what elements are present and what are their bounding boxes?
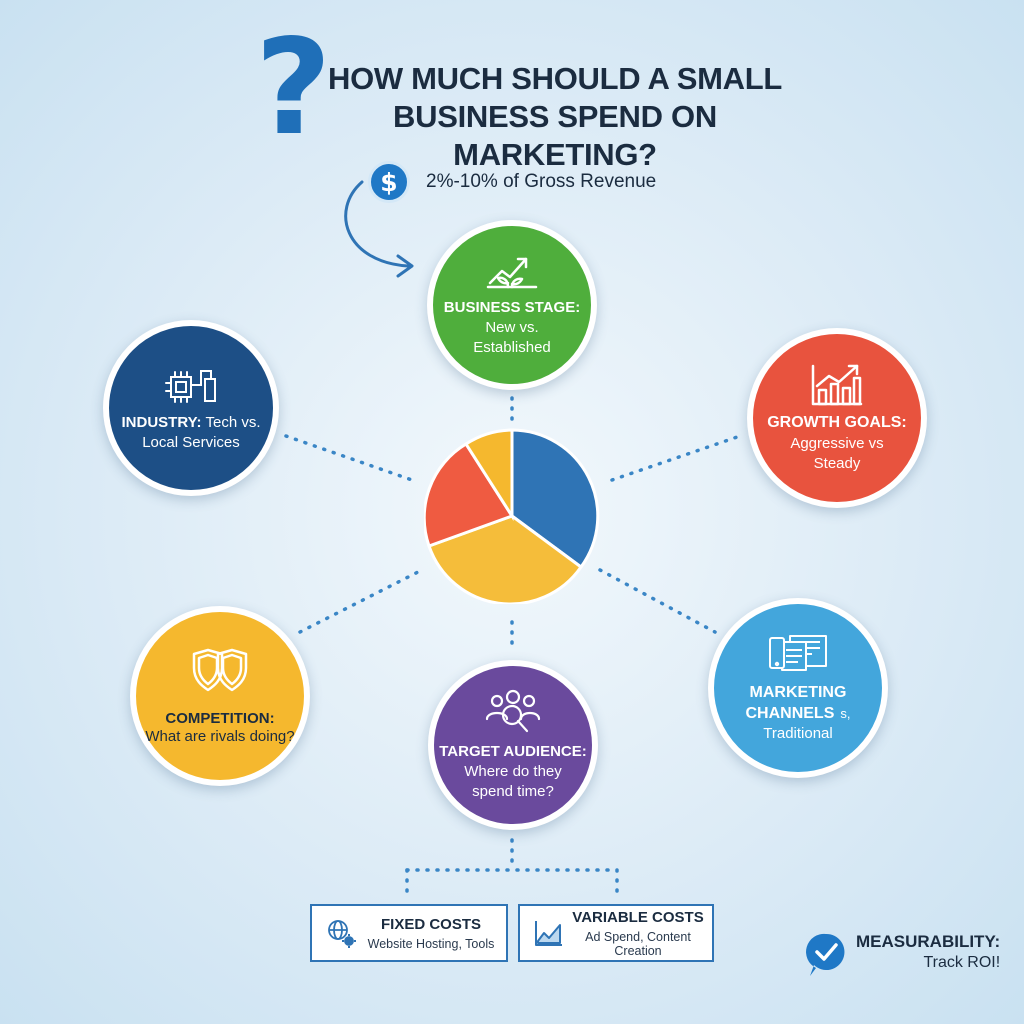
factor-target-audience: Target Audience: Where do they spend tim… xyxy=(428,660,598,830)
factor-industry: Industry: Tech vs. Local Services xyxy=(103,320,279,496)
business-stage-label: Business Stage: xyxy=(443,298,581,316)
competition-text-1: What are rivals doing? xyxy=(145,727,295,745)
revenue-arrow xyxy=(344,180,410,268)
dollar-icon: $ xyxy=(368,161,410,203)
connector-industry xyxy=(284,434,414,482)
competition-label: Competition: xyxy=(165,709,275,727)
connector-channels xyxy=(598,568,717,634)
measurability-title: Measurability: xyxy=(856,932,1001,951)
fixed-costs-subtitle: Website Hosting, Tools xyxy=(367,936,495,951)
measurability-subtitle: Track ROI! xyxy=(923,954,1001,971)
factor-marketing-channels: Marketing Channels s, Traditional xyxy=(708,598,888,778)
revenue-arrowhead xyxy=(396,254,414,278)
measurability-note: Measurability: Track ROI! xyxy=(806,932,1000,978)
revenue-note: $ 2%-10% of Gross Revenue xyxy=(368,160,656,204)
pie-slice-blue xyxy=(510,428,600,570)
industry-label: Industry: xyxy=(121,414,202,431)
revenue-note-text: 2%-10% of Gross Revenue xyxy=(426,171,657,192)
bar-chart-icon xyxy=(811,364,863,406)
marketing-channels-text-1: Traditional xyxy=(763,725,833,742)
devices-icon xyxy=(769,635,827,671)
factor-competition: Competition: What are rivals doing? xyxy=(130,606,310,786)
target-audience-label: Target Audience: xyxy=(439,742,587,760)
variable-costs-box: Variable Costs Ad Spend, Content Creatio… xyxy=(518,904,714,962)
check-badge-icon xyxy=(806,933,845,976)
target-audience-text-1: Where do they xyxy=(464,762,562,780)
marketing-channels-label-2: Channels xyxy=(745,705,835,722)
pie-slice-gold xyxy=(463,428,514,522)
question-mark-icon: ? xyxy=(255,11,332,165)
fixed-costs-title: Fixed Costs xyxy=(380,915,481,933)
connector-competition xyxy=(298,570,420,634)
growth-goals-text-1: Aggressive vs xyxy=(790,435,884,452)
globe-gear-icon xyxy=(328,920,356,948)
factor-business-stage: Business Stage: New vs. Established xyxy=(427,220,597,390)
industry-text-2: Local Services xyxy=(142,434,240,451)
title-line-2: business spend on marketing? xyxy=(393,99,717,172)
industry-text-1: Tech vs. xyxy=(205,414,261,431)
pie-slice-red xyxy=(424,441,515,548)
shield-icon xyxy=(192,648,248,691)
business-stage-text-1: New vs. xyxy=(485,318,539,336)
title-line-1: How much should a small xyxy=(327,61,783,96)
factor-growth-goals: Growth Goals: Aggressive vs Steady xyxy=(747,328,927,508)
fixed-costs-box: Fixed Costs Website Hosting, Tools xyxy=(310,904,508,962)
business-stage-text-2: Established xyxy=(473,338,551,356)
pie-slice-yellow xyxy=(427,514,584,604)
page-title: How much should a small business spend o… xyxy=(320,60,790,174)
line-chart-icon xyxy=(535,921,562,946)
connector-growth xyxy=(610,434,742,482)
marketing-channels-label-1: Marketing xyxy=(749,684,847,701)
plant-growth-arrow-icon xyxy=(486,257,538,288)
target-audience-text-2: spend time? xyxy=(472,782,554,800)
variable-costs-title: Variable Costs xyxy=(572,908,704,926)
audience-search-icon xyxy=(485,689,541,732)
variable-costs-subtitle: Ad Spend, Content Creation xyxy=(585,929,691,958)
marketing-channels-suffix: s, xyxy=(840,706,851,721)
circuit-chip-icon xyxy=(165,370,216,403)
growth-goals-text-2: Steady xyxy=(813,455,861,472)
center-pie-chart xyxy=(424,428,600,604)
growth-goals-label: Growth Goals: xyxy=(767,414,907,431)
